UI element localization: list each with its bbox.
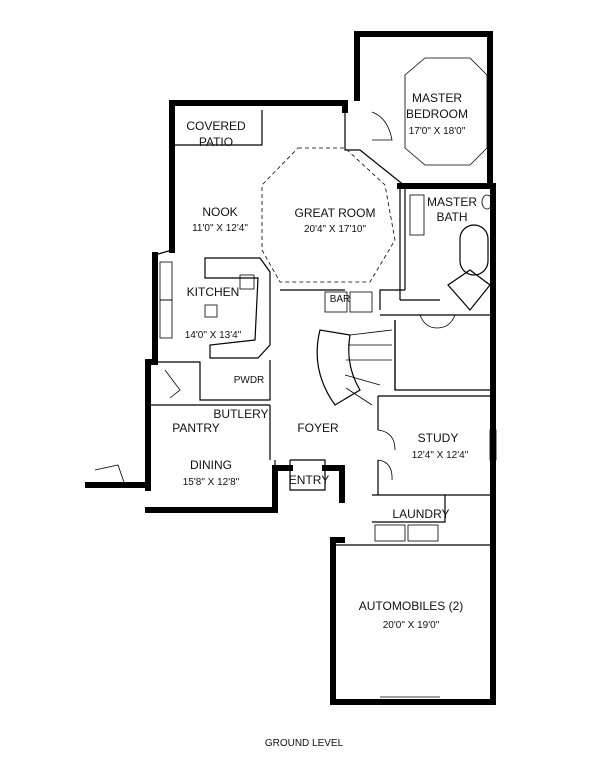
fixtures — [94, 57, 497, 701]
master-bedroom-label: MASTER — [412, 91, 462, 105]
covered-patio-label: COVERED — [186, 119, 246, 133]
butlery-label: BUTLERY — [213, 407, 268, 421]
master-bedroom-size: 17'0" X 18'0" — [409, 126, 466, 137]
great-room-label: GREAT ROOM — [295, 206, 376, 220]
powder-label: PWDR — [234, 375, 265, 386]
plan-caption: GROUND LEVEL — [265, 738, 344, 749]
kitchen-label: KITCHEN — [187, 285, 240, 299]
dining-label: DINING — [190, 458, 232, 472]
entry-label: ENTRY — [289, 473, 329, 487]
bar-label: BAR — [330, 294, 351, 305]
master-bath-label-2: BATH — [436, 210, 467, 224]
garage-label: AUTOMOBILES (2) — [359, 599, 463, 613]
nook-label: NOOK — [202, 205, 237, 219]
kitchen-size: 14'0" X 13'4" — [185, 330, 242, 341]
study-size: 12'4" X 12'4" — [412, 450, 469, 461]
nook-size: 11'0" X 12'4" — [192, 223, 248, 234]
foyer-label: FOYER — [297, 421, 339, 435]
master-bath-label: MASTER — [427, 195, 477, 209]
covered-patio-label-2: PATIO — [199, 135, 233, 149]
study-label: STUDY — [418, 431, 459, 445]
dining-size: 15'8" X 12'8" — [183, 477, 240, 488]
master-bedroom-label-2: BEDROOM — [406, 107, 468, 121]
garage-size: 20'0" X 19'0" — [383, 620, 440, 631]
laundry-label: LAUNDRY — [392, 507, 449, 521]
great-room-size: 20'4" X 17'10" — [304, 224, 367, 235]
interior-walls — [148, 110, 493, 546]
pantry-label: PANTRY — [172, 421, 220, 435]
